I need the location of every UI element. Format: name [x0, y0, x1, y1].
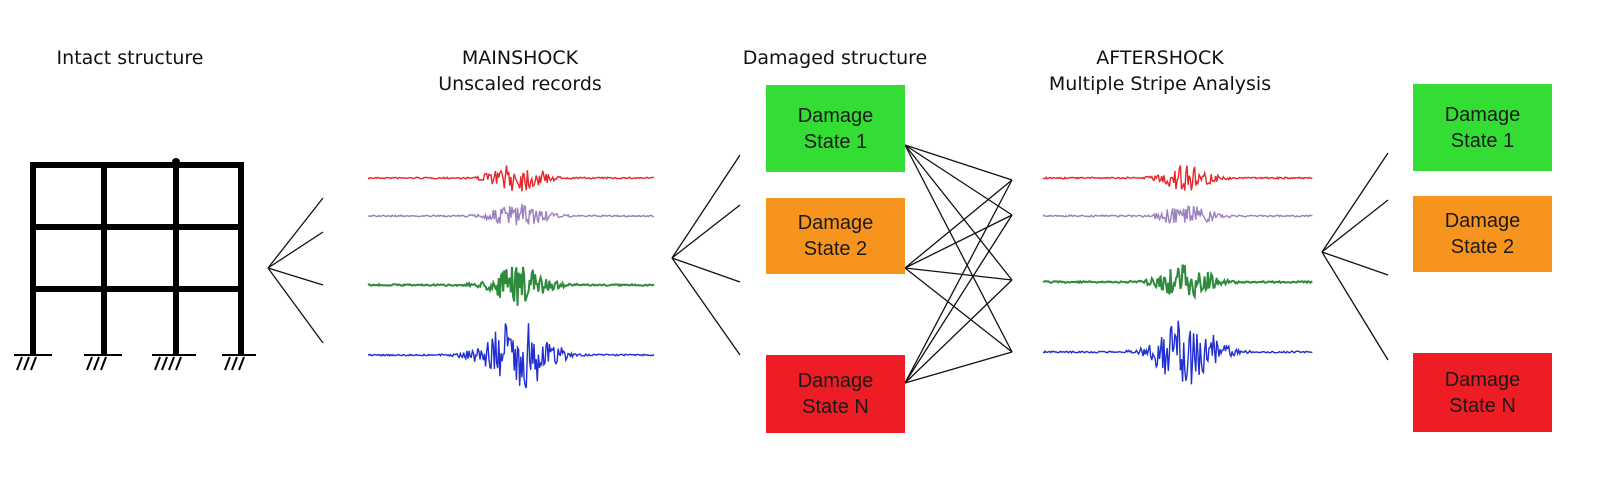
waveform-record-4	[368, 323, 655, 389]
mainshock-subtitle-text: Unscaled records	[438, 73, 602, 95]
aftershock-title-text: AFTERSHOCK	[1096, 47, 1224, 69]
damage-state-2-line2: State 2	[803, 238, 868, 260]
frame-structure-icon	[30, 159, 244, 356]
aftershock-damage-state-2-box: Damage State 2	[1413, 196, 1552, 272]
aftershock-damage-state-n-line2: State N	[1449, 394, 1516, 417]
fan-connector-mainshock-to-damaged	[671, 154, 741, 356]
damage-state-n-line1: Damage	[797, 370, 874, 392]
aftershock-damage-state-2-line2: State 2	[1450, 236, 1515, 258]
aftershock-damage-state-1-box: Damage State 1	[1413, 84, 1552, 171]
waveform-record-1	[367, 165, 655, 192]
intact-structure-title: Intact structure	[40, 45, 220, 71]
mainshock-records	[367, 165, 655, 389]
waveform-record-1	[1042, 165, 1313, 191]
waveform-record-4	[1042, 320, 1313, 385]
fan-connector-intact-to-mainshock	[267, 197, 324, 344]
mainshock-title: MAINSHOCK Unscaled records	[400, 45, 640, 97]
crossing-connectors	[904, 144, 1013, 384]
fan-connector-aftershock-to-states	[1321, 152, 1389, 361]
damage-state-n-box: Damage State N	[766, 355, 905, 433]
intact-title-text: Intact structure	[56, 47, 204, 69]
damaged-structure-title: Damaged structure	[715, 45, 955, 71]
aftershock-damage-state-1-line2: State 1	[1450, 129, 1515, 152]
damage-state-1-line1: Damage	[797, 104, 874, 127]
frame-joint-icon	[172, 158, 180, 166]
waveform-record-3	[1042, 264, 1313, 301]
waveform-record-3	[367, 266, 655, 306]
fixed-supports-icon	[14, 354, 256, 371]
damage-state-n-line2: State N	[802, 396, 869, 418]
damage-state-2-line1: Damage	[797, 212, 874, 234]
aftershock-subtitle-text: Multiple Stripe Analysis	[1048, 73, 1272, 95]
damage-state-2-box: Damage State 2	[766, 198, 905, 274]
aftershock-damage-state-n-line1: Damage	[1444, 368, 1521, 391]
damage-state-1-box: Damage State 1	[766, 85, 905, 172]
waveform-record-2	[1042, 205, 1313, 224]
aftershock-damage-state-1-line1: Damage	[1444, 103, 1521, 126]
aftershock-damage-state-2-line1: Damage	[1444, 210, 1521, 232]
mainshock-title-text: MAINSHOCK	[461, 47, 579, 69]
damage-state-1-line2: State 1	[803, 130, 868, 153]
waveform-record-2	[367, 203, 655, 226]
damaged-title-text: Damaged structure	[742, 47, 928, 69]
aftershock-damage-state-n-box: Damage State N	[1413, 353, 1552, 432]
aftershock-records	[1042, 165, 1313, 385]
aftershock-title: AFTERSHOCK Multiple Stripe Analysis	[1020, 45, 1300, 97]
